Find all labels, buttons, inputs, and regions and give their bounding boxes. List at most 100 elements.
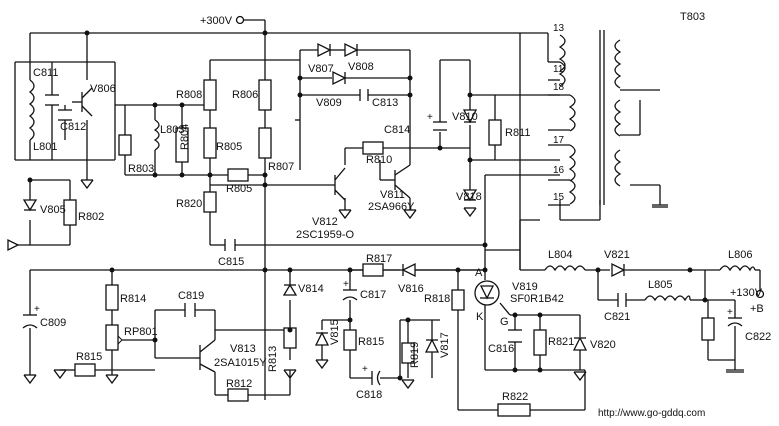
resistor-r805-horizontal <box>227 168 249 182</box>
resistor-r811 <box>488 119 502 146</box>
resistors <box>63 79 715 417</box>
transistor-v812 <box>334 167 346 201</box>
resistor-r820 <box>203 191 217 213</box>
output-arrow-left <box>7 238 20 252</box>
svg-text:13: 13 <box>553 23 565 34</box>
svg-text:R822: R822 <box>502 391 528 403</box>
diode-v817 <box>424 338 440 353</box>
diode-v807-up <box>317 42 332 58</box>
resistor-r818 <box>451 289 465 311</box>
resistor-r805-vertical <box>203 127 217 159</box>
svg-text:C814: C814 <box>384 124 410 136</box>
svg-text:C817: C817 <box>360 289 386 301</box>
label-t803: T803 <box>680 11 705 23</box>
watermark: http://www.go-gddq.com <box>598 408 705 419</box>
transistor-v811 <box>394 164 411 199</box>
svg-text:18: 18 <box>553 82 565 93</box>
inductor-l805 <box>644 295 691 302</box>
svg-text:2SA1015Y: 2SA1015Y <box>214 357 267 369</box>
transistor-v806 <box>72 87 93 117</box>
thyristor-v819 <box>474 280 500 306</box>
labels: +300V T803 13 11 18 17 16 15 C811 C812 V… <box>33 11 771 419</box>
svg-text:L803: L803 <box>160 124 184 136</box>
ground-symbols <box>7 179 744 389</box>
label-300v: +300V <box>200 15 233 27</box>
svg-text:R807: R807 <box>268 161 294 173</box>
resistor-r815-left <box>74 363 96 377</box>
svg-text:R803: R803 <box>128 163 154 175</box>
svg-text:+: + <box>343 279 349 290</box>
svg-text:+: + <box>362 364 368 375</box>
resistor-output <box>701 317 715 341</box>
svg-text:RP801: RP801 <box>124 326 158 338</box>
svg-text:11: 11 <box>553 64 564 75</box>
inductors <box>28 30 756 302</box>
svg-text:C818: C818 <box>356 389 382 401</box>
svg-text:V821: V821 <box>604 249 630 261</box>
transistors <box>72 87 500 373</box>
diodes <box>22 42 626 353</box>
transformer-secondary-mid <box>614 99 622 137</box>
transistor-v813 <box>195 339 216 373</box>
svg-text:C813: C813 <box>372 97 398 109</box>
diode-v814 <box>282 283 298 296</box>
svg-text:R804: R804 <box>179 124 191 150</box>
resistor-r817 <box>362 263 384 277</box>
diode-v821 <box>611 262 626 278</box>
svg-text:V820: V820 <box>590 339 616 351</box>
svg-text:K: K <box>476 311 484 323</box>
svg-text:SF0R1B42: SF0R1B42 <box>510 293 564 305</box>
svg-text:R821: R821 <box>548 336 574 348</box>
svg-text:R802: R802 <box>78 211 104 223</box>
resistor-r814 <box>105 284 119 311</box>
svg-text:R810: R810 <box>366 154 392 166</box>
svg-text:C809: C809 <box>40 317 66 329</box>
svg-text:L801: L801 <box>33 141 57 153</box>
svg-text:V817: V817 <box>439 332 451 358</box>
svg-text:R805: R805 <box>216 141 242 153</box>
svg-text:R806: R806 <box>232 89 258 101</box>
inductor-l804 <box>544 265 586 272</box>
svg-text:+: + <box>427 112 433 123</box>
diode-v820 <box>572 336 588 351</box>
diode-v805 <box>22 199 38 212</box>
svg-text:R815: R815 <box>76 351 102 363</box>
svg-text:V816: V816 <box>398 283 424 295</box>
svg-text:C811: C811 <box>33 67 58 79</box>
resistor-r803 <box>118 134 132 156</box>
svg-text:V805: V805 <box>40 204 66 216</box>
svg-text:V818: V818 <box>456 191 482 203</box>
svg-text:R820: R820 <box>176 198 202 210</box>
svg-text:R813: R813 <box>267 346 279 372</box>
transformer-winding-16 <box>568 144 576 182</box>
svg-text:R815: R815 <box>358 336 384 348</box>
diode-v810 <box>462 109 478 124</box>
resistor-r821 <box>533 329 547 356</box>
svg-text:V810: V810 <box>452 111 478 123</box>
svg-text:V814: V814 <box>298 283 324 295</box>
svg-text:V812: V812 <box>312 216 338 228</box>
svg-text:L805: L805 <box>648 279 672 291</box>
svg-text:R817: R817 <box>366 253 392 265</box>
svg-text:L806: L806 <box>728 249 752 261</box>
svg-text:+: + <box>34 304 40 315</box>
svg-text:17: 17 <box>553 135 565 146</box>
svg-text:16: 16 <box>553 165 565 176</box>
svg-text:R811: R811 <box>505 127 530 139</box>
svg-text:R818: R818 <box>424 293 450 305</box>
potentiometer-rp801 <box>105 324 119 351</box>
diode-v816 <box>401 262 416 278</box>
wires <box>14 19 761 411</box>
svg-text:2SA966Y: 2SA966Y <box>368 201 415 213</box>
svg-text:V815: V815 <box>329 319 341 345</box>
terminal-300v <box>235 15 245 25</box>
svg-text:V808: V808 <box>348 61 374 73</box>
resistor-r822 <box>497 403 531 417</box>
transformer-winding-15 <box>568 179 576 205</box>
svg-text:C815: C815 <box>218 256 244 268</box>
transformer-winding-18 <box>568 94 576 132</box>
resistor-r810 <box>362 141 384 155</box>
svg-text:R814: R814 <box>120 293 146 305</box>
